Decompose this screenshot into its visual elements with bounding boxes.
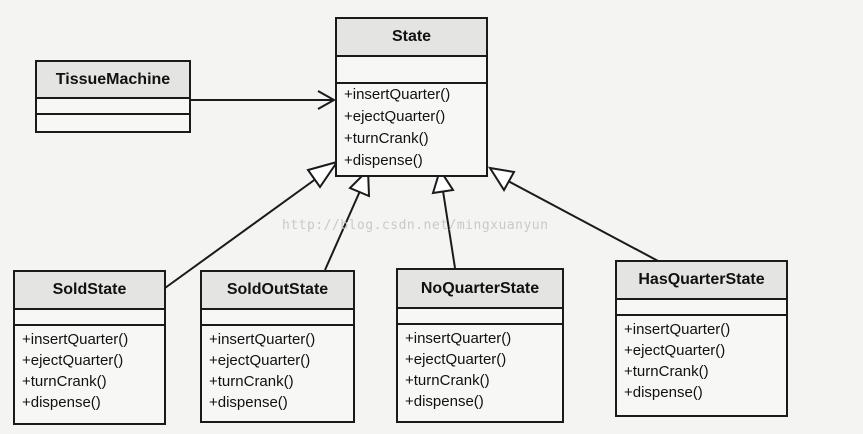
class-sold-out-state-attributes: [202, 310, 353, 326]
class-has-quarter-state-attributes: [617, 300, 786, 316]
operation: +ejectQuarter(): [624, 342, 726, 359]
generalization-arrowhead-sold: [306, 160, 340, 189]
generalization-line-sold: [164, 172, 325, 289]
class-no-quarter-state-operations: +insertQuarter() +ejectQuarter() +turnCr…: [398, 325, 562, 412]
operation: +turnCrank(): [405, 372, 490, 389]
class-no-quarter-state-name: NoQuarterState: [398, 270, 562, 309]
class-has-quarter-state: HasQuarterState +insertQuarter() +ejectQ…: [615, 260, 788, 417]
class-no-quarter-state: NoQuarterState +insertQuarter() +ejectQu…: [396, 268, 564, 423]
operation: +dispense(): [209, 394, 288, 411]
class-state-operations: +insertQuarter() +ejectQuarter() +turnCr…: [337, 84, 486, 172]
operation: +insertQuarter(): [22, 331, 129, 348]
class-sold-out-state-operations: +insertQuarter() +ejectQuarter() +turnCr…: [202, 326, 353, 413]
operation: +dispense(): [344, 152, 423, 169]
operation: +dispense(): [405, 393, 484, 410]
watermark-text: http://blog.csdn.net/mingxuanyun: [282, 218, 549, 233]
class-sold-state-name: SoldState: [15, 272, 164, 310]
operation: +insertQuarter(): [344, 86, 451, 103]
class-tissue-machine-attributes: [37, 99, 189, 115]
generalization-arrowhead-no-quarter: [431, 167, 455, 195]
operation: +ejectQuarter(): [344, 108, 446, 125]
class-sold-state-operations: +insertQuarter() +ejectQuarter() +turnCr…: [15, 326, 164, 413]
operation: +insertQuarter(): [405, 330, 512, 347]
operation: +ejectQuarter(): [405, 351, 507, 368]
class-has-quarter-state-name: HasQuarterState: [617, 262, 786, 300]
operation: +dispense(): [624, 384, 703, 401]
class-has-quarter-state-operations: +insertQuarter() +ejectQuarter() +turnCr…: [617, 316, 786, 403]
class-state-attributes: [337, 57, 486, 84]
class-tissue-machine: TissueMachine: [35, 60, 191, 133]
class-tissue-machine-name: TissueMachine: [37, 62, 189, 99]
operation: +turnCrank(): [624, 363, 709, 380]
generalization-line-no-quarter: [442, 190, 456, 269]
operation: +turnCrank(): [344, 130, 429, 147]
class-tissue-machine-operations: [37, 115, 189, 131]
operation: +turnCrank(): [209, 373, 294, 390]
generalization-line-has-quarter: [507, 180, 661, 263]
class-sold-state: SoldState +insertQuarter() +ejectQuarter…: [13, 270, 166, 425]
class-sold-out-state-name: SoldOutState: [202, 272, 353, 310]
operation: +ejectQuarter(): [22, 352, 124, 369]
class-state: State +insertQuarter() +ejectQuarter() +…: [335, 17, 488, 177]
operation: +insertQuarter(): [624, 321, 731, 338]
class-state-name: State: [337, 19, 486, 57]
generalization-arrowhead-has-quarter: [487, 166, 516, 192]
class-sold-out-state: SoldOutState +insertQuarter() +ejectQuar…: [200, 270, 355, 423]
class-sold-state-attributes: [15, 310, 164, 326]
operation: +ejectQuarter(): [209, 352, 311, 369]
operation: +dispense(): [22, 394, 101, 411]
class-no-quarter-state-attributes: [398, 309, 562, 325]
association-arrowhead: [317, 90, 337, 110]
generalization-line-sold-out: [324, 190, 361, 271]
operation: +insertQuarter(): [209, 331, 316, 348]
operation: +turnCrank(): [22, 373, 107, 390]
